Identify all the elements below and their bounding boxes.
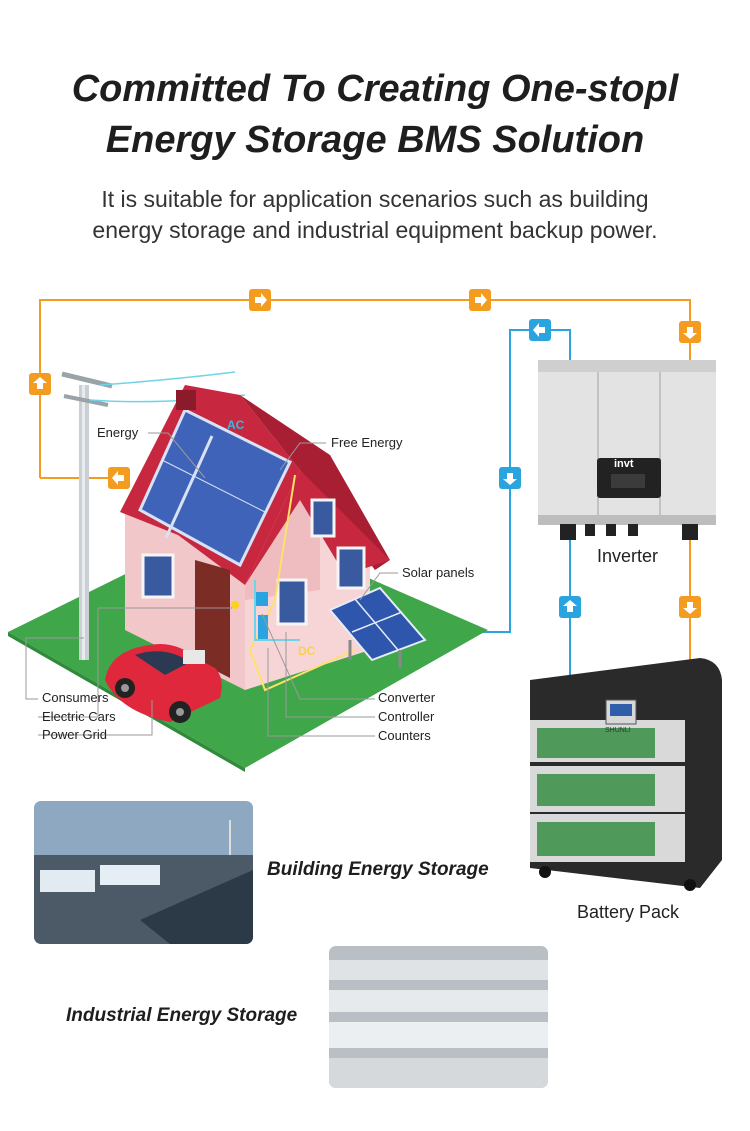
arrow-down-icon [499, 467, 521, 489]
label-consumers: Consumers [42, 690, 109, 705]
inverter-brand-logo: invt [614, 458, 634, 470]
battery-brand-logo: SHUNLI [605, 727, 631, 734]
battery-pack-device [530, 658, 722, 891]
label-industrial-energy-storage: Industrial Energy Storage [66, 1005, 298, 1026]
label-ac: AC [227, 418, 245, 432]
label-power-grid: Power Grid [42, 727, 108, 742]
label-inverter: Inverter [597, 546, 659, 566]
label-solar-panels: Solar panels [402, 565, 475, 580]
label-energy: Energy [97, 425, 139, 440]
building-storage-photo [34, 801, 253, 944]
arrow-down-icon [679, 596, 701, 618]
electric-car [105, 644, 222, 723]
label-electric-cars: Electric Cars [42, 709, 116, 724]
arrow-up-icon [29, 373, 51, 395]
label-counters: Counters [378, 728, 431, 743]
arrow-left-icon [108, 467, 130, 489]
label-dc: DC [298, 644, 316, 658]
industrial-storage-photo [329, 946, 548, 1088]
arrow-right-icon [249, 289, 271, 311]
subtitle-line-2: energy storage and industrial equipment … [92, 217, 658, 243]
arrow-left-icon [529, 319, 551, 341]
label-controller: Controller [378, 709, 435, 724]
leader-lines [25, 432, 398, 737]
label-free-energy: Free Energy [331, 435, 403, 450]
inverter-device [538, 360, 716, 540]
page-title-line-1: Committed To Creating One-stopl [71, 68, 679, 110]
arrow-down-icon [679, 321, 701, 343]
house [120, 385, 390, 692]
subtitle-line-1: It is suitable for application scenarios… [101, 186, 649, 212]
label-converter: Converter [378, 690, 436, 705]
arrow-up-icon [559, 596, 581, 618]
roof-solar-panel [138, 407, 292, 568]
label-battery-pack: Battery Pack [577, 902, 680, 922]
arrow-right-icon [469, 289, 491, 311]
label-building-energy-storage: Building Energy Storage [267, 859, 489, 880]
power-pole [61, 371, 246, 660]
page-title-line-2: Energy Storage BMS Solution [105, 119, 645, 161]
